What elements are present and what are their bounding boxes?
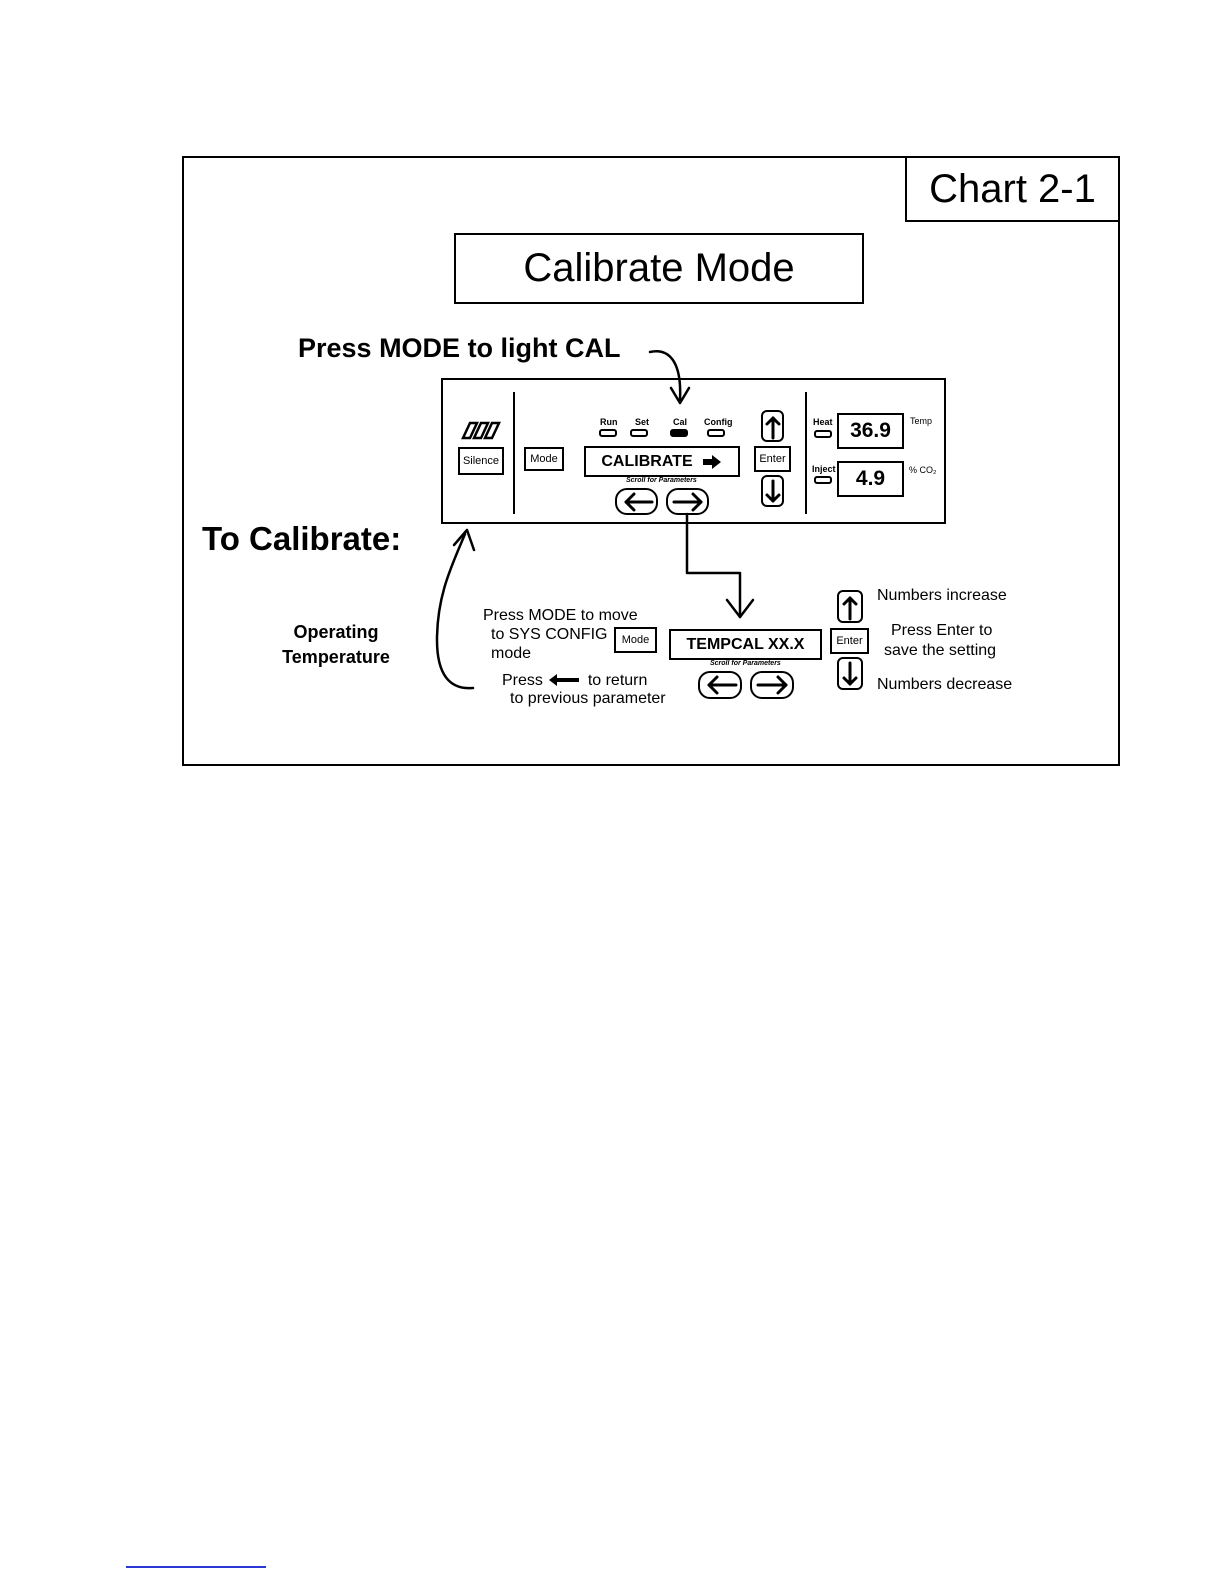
co2-label: % CO₂	[909, 465, 937, 475]
run-led	[599, 429, 617, 437]
press-left-line2: to previous parameter	[510, 690, 666, 707]
panel-divider-right	[805, 392, 807, 514]
press-word: Press	[502, 672, 543, 689]
set-led	[630, 429, 648, 437]
co2-display: 4.9	[837, 461, 904, 497]
scroll-left-button[interactable]	[615, 488, 658, 515]
sub-panel-arrow	[685, 512, 742, 619]
scroll-label: Scroll for Parameters	[626, 477, 697, 484]
up-arrow-icon	[765, 416, 781, 440]
enter-button[interactable]: Enter	[754, 446, 791, 472]
right-arrow-icon	[702, 454, 721, 469]
press-mode-line3: mode	[491, 645, 532, 662]
up-button[interactable]	[761, 410, 784, 442]
left-arrow-icon	[549, 674, 580, 686]
chart-tag: Chart 2-1	[905, 156, 1120, 222]
press-enter-line2: save the setting	[884, 642, 997, 659]
led-label-cal: Cal	[673, 417, 688, 427]
heat-label: Heat	[813, 417, 833, 427]
press-mode-line2: to SYS CONFIG	[491, 626, 608, 643]
numbers-increase-note: Numbers increase	[877, 587, 1007, 604]
temp-label: Temp	[910, 416, 933, 426]
press-left-note: Press to return	[502, 671, 647, 690]
sub-enter-button[interactable]: Enter	[830, 628, 869, 654]
scroll-right-button[interactable]	[666, 488, 709, 515]
control-panel: Silence Mode Run Set Cal Config CALIBRAT…	[441, 378, 946, 524]
press-enter-line1: Press Enter to	[891, 622, 993, 639]
heat-led	[814, 430, 832, 438]
inject-led	[814, 476, 832, 484]
cal-pointer-arrow	[648, 350, 682, 402]
sub-up-button[interactable]	[837, 590, 863, 623]
sub-scroll-left-button[interactable]	[698, 671, 742, 699]
operating-temp-line1: Operating	[293, 622, 379, 642]
to-return-word: to return	[587, 672, 648, 689]
inject-label: Inject	[812, 464, 836, 474]
sub-scroll-label: Scroll for Parameters	[710, 660, 781, 667]
sub-scroll-right-button[interactable]	[750, 671, 794, 699]
silence-button[interactable]: Silence	[458, 447, 504, 475]
instruction-top: Press MODE to light CAL	[298, 333, 621, 363]
to-calibrate-heading: To Calibrate:	[202, 520, 402, 557]
display-text: CALIBRATE	[601, 452, 693, 470]
down-arrow-icon	[765, 479, 781, 503]
mode-button[interactable]: Mode	[524, 447, 564, 471]
sub-mode-button[interactable]: Mode	[614, 627, 657, 653]
silence-logo-icon	[461, 421, 501, 440]
down-arrow-icon	[842, 661, 858, 686]
up-arrow-icon	[842, 596, 858, 621]
temp-display: 36.9	[837, 413, 904, 449]
left-arrow-icon	[624, 492, 654, 512]
footer-link-underline	[126, 1566, 266, 1568]
chart-frame	[182, 156, 1120, 766]
led-label-config: Config	[704, 417, 733, 427]
cal-led	[670, 429, 688, 437]
panel-divider-left	[513, 392, 515, 514]
mode-title: Calibrate Mode	[454, 233, 864, 304]
numbers-decrease-note: Numbers decrease	[877, 676, 1013, 693]
down-button[interactable]	[761, 475, 784, 507]
mode-display: CALIBRATE	[584, 446, 740, 477]
right-arrow-icon	[756, 675, 788, 695]
tempcal-display: TEMPCAL XX.X	[669, 629, 822, 660]
right-arrow-icon	[672, 492, 703, 512]
left-arrow-icon	[707, 675, 738, 695]
led-label-run: Run	[600, 417, 618, 427]
sub-down-button[interactable]	[837, 657, 863, 690]
press-mode-line1: Press MODE to move	[483, 607, 638, 624]
config-led	[707, 429, 725, 437]
return-arrow	[435, 532, 475, 690]
led-label-set: Set	[635, 417, 650, 427]
operating-temp-line2: Temperature	[282, 647, 390, 667]
